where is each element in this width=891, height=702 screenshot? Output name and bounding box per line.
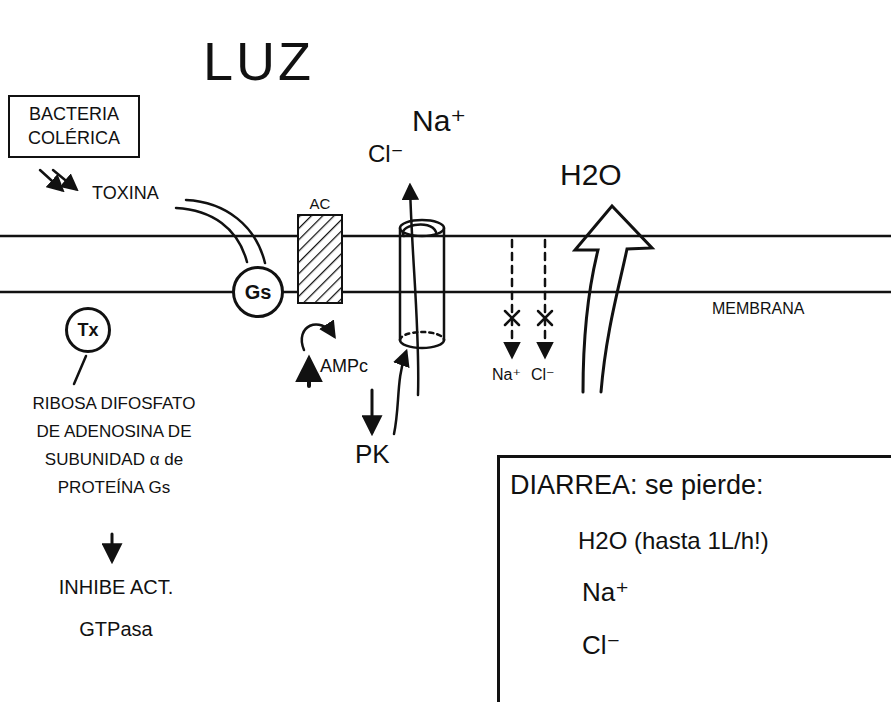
toxin-line xyxy=(186,200,265,263)
label-slot: TOXINA xyxy=(92,183,159,204)
ion-label: Na⁺ xyxy=(412,104,466,139)
membrane-line xyxy=(0,235,891,238)
channel xyxy=(443,228,446,340)
arrow xyxy=(111,534,114,560)
block-mark xyxy=(505,311,519,325)
arrow xyxy=(371,390,374,432)
label-slot: MEMBRANA xyxy=(712,300,804,318)
blocked-flow xyxy=(544,240,547,356)
hatch-fill xyxy=(299,216,341,302)
arrow xyxy=(53,170,76,189)
block-mark xyxy=(538,311,552,325)
toxin-circle: Tx xyxy=(65,307,111,353)
label-slot: H2O xyxy=(560,158,622,193)
channel xyxy=(400,220,444,236)
bacteria-box: BACTERIA COLÉRICA xyxy=(8,95,140,158)
leader-line xyxy=(74,356,86,384)
water-label: H2O xyxy=(560,158,622,193)
channel xyxy=(400,340,444,348)
node-label: Gs xyxy=(245,281,272,304)
label-slot: RIBOSA DIFOSFATO DE ADENOSINA DE SUBUNID… xyxy=(28,390,200,502)
camp-label: AMPc xyxy=(320,356,368,377)
gs-protein-circle: Gs xyxy=(232,266,284,318)
kinase-label: PK xyxy=(355,440,390,470)
node-label: DIARREA: se pierde: xyxy=(510,470,891,501)
node-label: Tx xyxy=(77,320,98,341)
water-arrow xyxy=(575,206,652,392)
arrow xyxy=(394,352,406,434)
blocked-flow xyxy=(511,240,514,356)
node-label: AC xyxy=(297,194,343,214)
node-text: Cl⁻ xyxy=(582,630,891,661)
channel xyxy=(400,332,444,340)
hatched-enzyme xyxy=(297,214,343,304)
membrane-line xyxy=(0,291,891,294)
toxin-label: TOXINA xyxy=(92,183,159,204)
channel xyxy=(399,228,402,340)
arrow xyxy=(302,324,334,350)
label-slot: INHIBE ACT. GTPasa xyxy=(26,566,206,650)
effect-note: INHIBE ACT. GTPasa xyxy=(26,566,206,650)
node-text: H2O (hasta 1L/h!) xyxy=(578,527,891,555)
label-slot: Na⁺ xyxy=(412,104,466,139)
adenylate-cyclase-box: AC xyxy=(297,194,343,304)
label-slot: LUZ xyxy=(203,30,314,92)
increase-arrow xyxy=(307,360,311,386)
region-label: LUZ xyxy=(203,30,314,92)
ion-flow xyxy=(403,224,436,236)
diarrhea-panel: DIARREA: se pierde: H2O (hasta 1L/h!) Na⁺ C… xyxy=(497,455,891,702)
ion-label: Cl⁻ xyxy=(531,366,555,384)
node-text: Na⁺ xyxy=(582,577,891,608)
membrane-label: MEMBRANA xyxy=(712,300,804,318)
label-slot: Cl⁻ xyxy=(368,140,403,168)
ion-label: Na⁺ xyxy=(492,366,521,384)
label-slot: Na⁺ xyxy=(492,366,521,384)
arrow xyxy=(40,170,62,190)
ion-label: Cl⁻ xyxy=(368,140,403,168)
node-label: BACTERIA COLÉRICA xyxy=(18,102,130,151)
label-slot: PK xyxy=(355,440,390,470)
toxin-line xyxy=(176,208,247,262)
mechanism-note: RIBOSA DIFOSFATO DE ADENOSINA DE SUBUNID… xyxy=(28,390,200,502)
label-slot: Cl⁻ xyxy=(531,366,555,384)
ion-flow xyxy=(410,186,418,395)
label-slot: AMPc xyxy=(320,356,368,377)
